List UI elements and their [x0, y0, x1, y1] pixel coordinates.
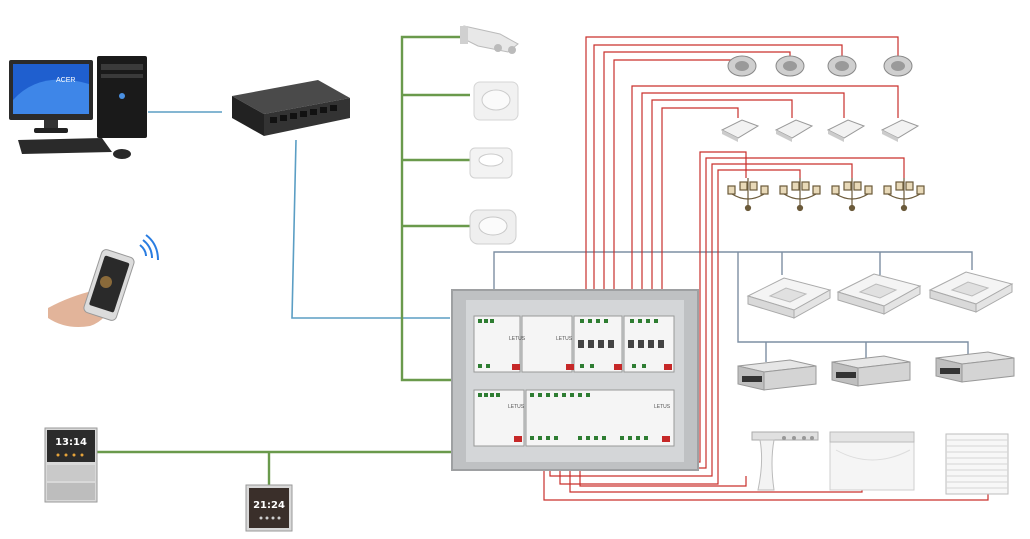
network-switch-icon: [232, 80, 350, 136]
presence-sensor-icon: [469, 209, 517, 245]
wall-touch-panel: 21:24: [245, 484, 293, 532]
cassette-ac-icon: [746, 277, 832, 319]
ac-lines: [493, 251, 973, 362]
network-lines: [148, 111, 450, 319]
module-brand-text: LETUS: [508, 404, 525, 410]
cassette-ac-icon: [836, 273, 922, 315]
module-brand-text: LETUS: [654, 404, 671, 410]
smartphone-wifi-icon: [48, 234, 159, 327]
downlight-icon: [727, 55, 757, 77]
load-lines: [517, 36, 989, 501]
motion-sensor-icon: [473, 81, 519, 121]
panel-light-icons: [720, 119, 920, 142]
chandelier-icons: [727, 178, 925, 212]
duct-ac-icon: [737, 359, 817, 391]
duct-ac-icon: [935, 351, 1015, 383]
chandelier-icon: [831, 178, 873, 212]
venetian-blind-icon: [945, 433, 1009, 495]
panel-light-icon: [826, 119, 866, 142]
panel-light-icon: [774, 119, 814, 142]
cassette-ac-icons: [746, 271, 1014, 319]
roller-blind-icon: [829, 431, 915, 491]
curtain-track-icon: [751, 431, 819, 491]
panel-light-icon: [720, 119, 760, 142]
downlight-icon: [827, 55, 857, 77]
downlight-icon: [775, 55, 805, 77]
din-rail-bottom: LETUS LETUS: [473, 389, 675, 447]
module-brand-text: LETUS: [509, 336, 526, 342]
smart-panel-display: 13:14: [44, 427, 98, 503]
ceiling-sensor-icon: [469, 147, 513, 179]
downlight-icons: [727, 55, 913, 77]
computer-brand-text: ACER: [56, 77, 75, 84]
touch-panel-time-text: 21:24: [253, 500, 285, 511]
panel-time-text: 13:14: [55, 437, 87, 448]
panel-light-icon: [880, 119, 920, 142]
chandelier-icon: [727, 178, 769, 212]
duct-ac-icons: [737, 351, 1015, 391]
downlight-icon: [883, 55, 913, 77]
distribution-cabinet: LETUS LETUS: [451, 289, 699, 471]
desktop-computer-icon: ACER: [9, 56, 147, 159]
chandelier-icon: [779, 178, 821, 212]
din-rail-top: LETUS LETUS: [473, 315, 675, 373]
duct-ac-icon: [831, 355, 911, 387]
chandelier-icon: [883, 178, 925, 212]
module-brand-text: LETUS: [556, 336, 573, 342]
camera-sensor-icon: [460, 25, 519, 54]
cassette-ac-icon: [928, 271, 1014, 313]
